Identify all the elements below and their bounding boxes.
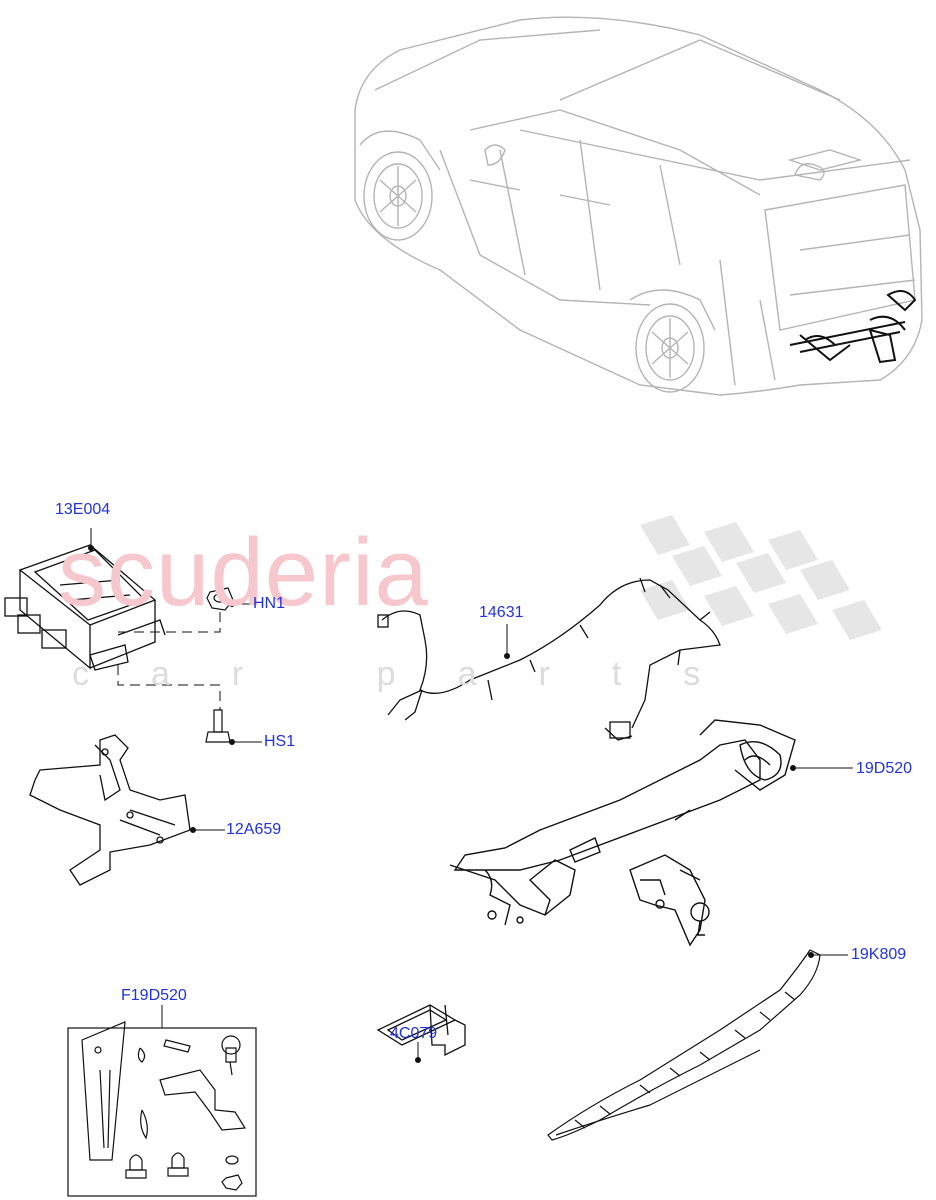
lamp-bracket: [376, 1004, 466, 1057]
watermark-subtitle: car parts: [72, 655, 763, 693]
vehicle-outline: [354, 16, 923, 396]
callout-4C079[interactable]: 4C079: [390, 1025, 438, 1042]
hex-screw: [205, 709, 231, 743]
bumper-trim: [547, 949, 821, 1141]
leader-lines: [88, 528, 853, 1063]
vehicle-tow-bar-highlight: [789, 290, 917, 364]
tow-bar: [449, 719, 796, 947]
kit-box: [67, 1021, 257, 1197]
callout-13E004[interactable]: 13E004: [55, 501, 111, 518]
hex-nut: [206, 587, 234, 611]
callout-19D520[interactable]: 19D520: [856, 760, 913, 777]
callout-HN1[interactable]: HN1: [253, 595, 286, 612]
trailer-module: [4, 544, 166, 671]
wiring-harness: [377, 577, 721, 741]
callout-19K809[interactable]: 19K809: [851, 946, 907, 963]
bracket: [29, 734, 191, 886]
callout-F19D520[interactable]: F19D520: [121, 987, 187, 1004]
callout-14631[interactable]: 14631: [479, 604, 524, 621]
module-dash-lines: [117, 612, 221, 710]
watermark-checker: [640, 515, 882, 640]
callout-HS1[interactable]: HS1: [264, 733, 296, 750]
watermark-brand: scuderia: [58, 519, 429, 626]
callout-12A659[interactable]: 12A659: [226, 821, 282, 838]
